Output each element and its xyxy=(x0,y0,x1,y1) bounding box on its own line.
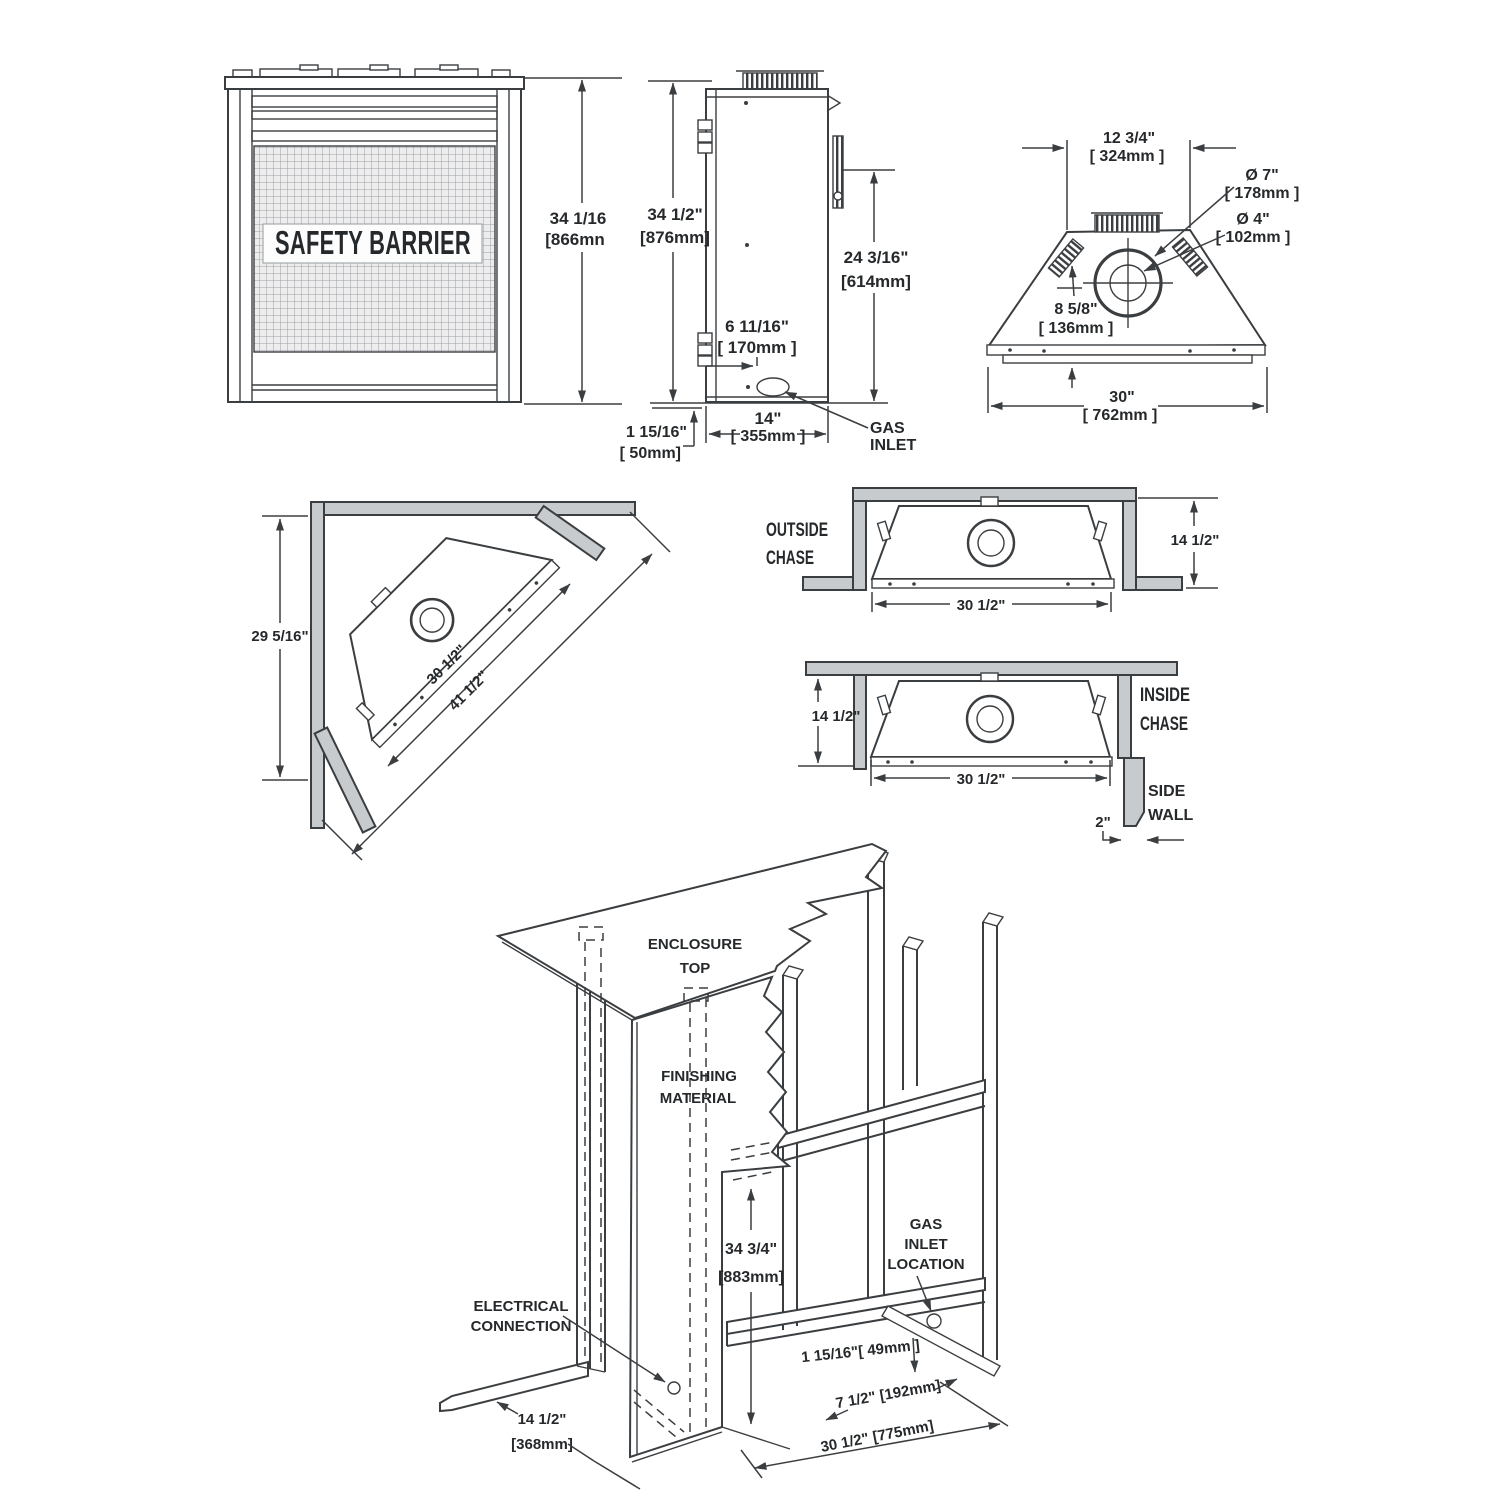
corner-fireplace-unit xyxy=(349,537,561,749)
dim-flue-center-mm: [ 324mm ] xyxy=(1090,148,1165,165)
top-view-drawing xyxy=(986,212,1267,364)
dim-wall-gap: 2" xyxy=(1095,814,1110,831)
electrical-label-1: ELECTRICAL xyxy=(474,1298,569,1315)
outer-flue-dimension: Ø 7" [ 178mm ] xyxy=(1154,167,1300,257)
dim-corner-wall: 29 5/16" xyxy=(251,628,308,645)
framing-width-dimension: 30 1/2" [775mm] xyxy=(740,1417,1001,1479)
framing-depth-dimension: 14 1/2" [368mm] xyxy=(496,1401,641,1490)
dim-top-width-in: 30" xyxy=(1109,389,1134,406)
side-depth-dimension: 14" [ 355mm ] xyxy=(705,406,829,445)
inside-chase-label-2: CHASE xyxy=(1140,714,1188,735)
outside-chase-label-2: CHASE xyxy=(766,548,814,569)
side-inlet-height-dimension: 1 15/16" [ 50mm] xyxy=(620,407,702,462)
dim-framing-depth-mm: [368mm] xyxy=(511,1436,573,1453)
electrical-connection-marker xyxy=(667,1381,681,1395)
dim-inlet-offset-mm: [ 170mm ] xyxy=(717,338,796,357)
outside-chase-drawing xyxy=(802,487,1183,591)
dim-flue-center-in: 12 3/4" xyxy=(1103,130,1155,147)
dim-gas-depth: 7 1/2" [192mm] xyxy=(834,1377,942,1412)
collar-dimension: 8 5/8" [ 136mm ] xyxy=(1039,265,1114,337)
gas-location-label-2: INLET xyxy=(904,1236,947,1253)
dim-framing-height-in: 34 3/4" xyxy=(725,1241,777,1258)
corner-wall-dimension: 29 5/16" xyxy=(251,515,309,781)
top-width-dimension: 30" [ 762mm ] xyxy=(987,367,1268,424)
corner-installation-view: 29 5/16" 30 1/2" 41 1/2" xyxy=(251,501,671,861)
dim-collar-mm: [ 136mm ] xyxy=(1039,320,1114,337)
dim-framing-width: 30 1/2" [775mm] xyxy=(819,1417,935,1456)
enclosure-top-label-2: TOP xyxy=(680,960,711,977)
dim-inside-chase-depth: 14 1/2" xyxy=(812,708,861,725)
gas-location-label-3: LOCATION xyxy=(887,1256,964,1273)
side-wall-label-2: WALL xyxy=(1148,807,1194,824)
side-inlet-offset-dimension: 6 11/16" [ 170mm ] xyxy=(706,317,797,370)
dim-side-flue-in: 24 3/16" xyxy=(844,248,909,267)
inside-chase-view: 14 1/2" INSIDE CHASE 30 1/2" SIDE WALL 2… xyxy=(798,661,1194,844)
gas-inlet-location-marker xyxy=(926,1313,942,1329)
dim-top-width-mm: [ 762mm ] xyxy=(1083,407,1158,424)
dim-inside-chase-width: 30 1/2" xyxy=(957,771,1006,788)
safety-barrier-band xyxy=(262,223,483,264)
framing-height-dimension: 34 3/4" [883mm] xyxy=(718,1188,784,1425)
dim-front-height-mm: [866mn xyxy=(545,230,605,249)
dim-framing-height-mm: [883mm] xyxy=(718,1269,784,1286)
electrical-connection-callout: ELECTRICAL CONNECTION xyxy=(471,1298,666,1383)
inside-chase-drawing xyxy=(805,661,1178,827)
gas-inlet-opening xyxy=(756,377,790,397)
gas-inlet-label-2: INLET xyxy=(870,437,916,454)
dim-side-height-in: 34 1/2" xyxy=(647,205,702,224)
dim-inlet-height-mm: [ 50mm] xyxy=(620,445,681,462)
dim-outer-flue-mm: [ 178mm ] xyxy=(1225,185,1300,202)
dim-collar-in: 8 5/8" xyxy=(1054,301,1097,318)
corner-view-drawing xyxy=(310,501,636,834)
dim-gas-height: 1 15/16"[ 49mm ] xyxy=(801,1337,921,1366)
electrical-label-2: CONNECTION xyxy=(471,1318,572,1335)
gas-inlet-label-1: GAS xyxy=(870,420,905,437)
dim-front-height-in: 34 1/16 xyxy=(550,209,607,228)
dim-outer-flue-in: Ø 7" xyxy=(1245,167,1278,184)
front-view-drawing xyxy=(224,64,525,403)
dim-inner-flue-in: Ø 4" xyxy=(1236,211,1269,228)
side-view-drawing xyxy=(697,70,844,403)
framing-drawing xyxy=(439,842,1005,1463)
top-flue-center-dimension: 12 3/4" [ 324mm ] xyxy=(1022,130,1236,230)
enclosure-top-label-1: ENCLOSURE xyxy=(648,936,742,953)
inside-chase-depth-dimension: 14 1/2" xyxy=(798,678,861,767)
gas-inlet-callout: GAS INLET xyxy=(784,391,916,454)
dim-inlet-height-in: 1 15/16" xyxy=(626,424,687,441)
gas-location-label-1: GAS xyxy=(910,1216,943,1233)
dim-outside-chase-depth: 14 1/2" xyxy=(1171,532,1220,549)
front-view: SAFETY BARRIER 34 1/16 [866mn xyxy=(224,64,622,405)
dim-side-flue-mm: [614mm] xyxy=(841,272,911,291)
outside-chase-depth-dimension: 14 1/2" xyxy=(1138,497,1220,589)
side-wall-label-1: SIDE xyxy=(1148,783,1186,800)
dim-side-depth-in: 14" xyxy=(755,409,782,428)
framing-gas-depth-dimension: 7 1/2" [192mm] xyxy=(825,1377,1009,1427)
dim-framing-depth-in: 14 1/2" xyxy=(518,1411,567,1428)
inner-flue-dimension: Ø 4" [ 102mm ] xyxy=(1143,211,1291,272)
outside-chase-width-dimension: 30 1/2" xyxy=(871,592,1112,614)
dim-side-depth-mm: [ 355mm ] xyxy=(731,428,806,445)
side-view: 34 1/2" [876mm] 24 3/16" [614mm] 6 11/16… xyxy=(620,70,916,462)
dim-side-height-mm: [876mm] xyxy=(640,228,710,247)
safety-barrier-label: SAFETY BARRIER xyxy=(275,224,471,261)
dim-inlet-offset-in: 6 11/16" xyxy=(725,317,789,336)
finishing-material-label-1: FINISHING xyxy=(661,1068,737,1085)
dim-outside-chase-width: 30 1/2" xyxy=(957,597,1006,614)
dim-inner-flue-mm: [ 102mm ] xyxy=(1216,229,1291,246)
gas-inlet-location-callout: GAS INLET LOCATION xyxy=(887,1216,965,1312)
front-height-dimension: 34 1/16 [866mn xyxy=(524,77,622,405)
framing-gas-height-dimension: 1 15/16"[ 49mm ] xyxy=(801,1337,921,1373)
inside-chase-label-1: INSIDE xyxy=(1140,685,1190,706)
finishing-material-label-2: MATERIAL xyxy=(660,1090,736,1107)
side-height-dimension: 34 1/2" [876mm] xyxy=(640,80,888,404)
top-view: 12 3/4" [ 324mm ] Ø 7" [ 178mm ] Ø 4" [ … xyxy=(986,130,1300,424)
outside-chase-view: OUTSIDE CHASE 14 1/2" 30 1/2" xyxy=(766,487,1220,614)
outside-chase-label-1: OUTSIDE xyxy=(766,520,828,541)
framing-isometric-view: ENCLOSURE TOP FINISHING MATERIAL ELECTRI… xyxy=(439,842,1009,1490)
side-wall-gap-dimension: 2" xyxy=(1095,814,1184,844)
inside-chase-width-dimension: 30 1/2" xyxy=(870,760,1111,788)
side-flue-height-dimension: 24 3/16" [614mm] xyxy=(841,169,911,402)
